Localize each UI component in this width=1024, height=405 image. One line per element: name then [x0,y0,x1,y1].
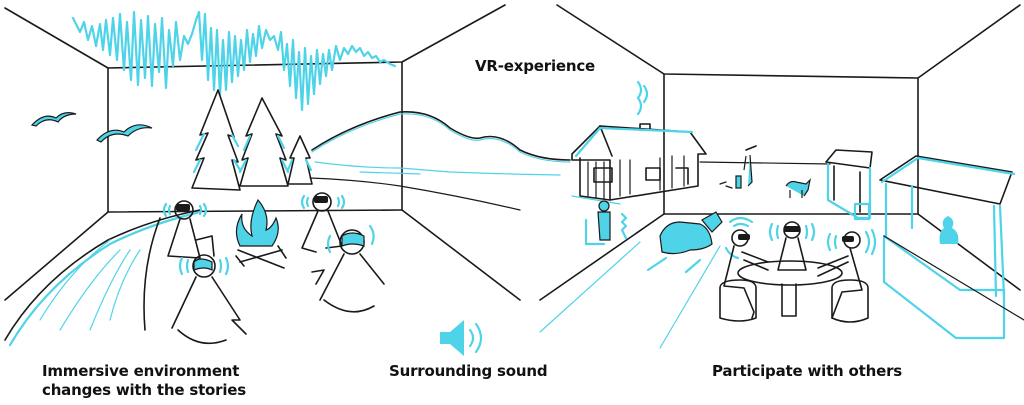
left-room [4,4,571,347]
caption-left-line-1: Immersive environment [42,362,240,380]
market-stall-small [825,149,873,221]
caption-surrounding-sound: Surrounding sound [389,362,548,380]
speaker-sound-icon [440,320,483,356]
vendor [939,216,959,244]
pine-trees [191,89,313,191]
woodchopper [719,145,757,189]
dog [785,178,811,198]
cabin [571,80,707,205]
vr-user-2 [171,254,247,345]
bird-2 [96,124,153,143]
aurora [71,10,397,112]
right-room [539,4,1024,349]
vr-user-1 [162,200,215,259]
caption-immersive-environment: Immersive environment changes with the s… [42,362,246,400]
market-stall-large [879,155,1024,340]
caption-left-line-2: changes with the stories [42,381,246,399]
vr-user-4 [311,224,385,313]
campfire [235,198,287,269]
page-title: VR-experience [475,57,596,75]
vr-user-3 [300,192,346,253]
person-near-cabin [584,200,628,246]
caption-participate-with-others: Participate with others [712,362,903,380]
bird-1 [30,112,77,127]
table-group [719,216,877,323]
snowmobile [646,211,723,274]
